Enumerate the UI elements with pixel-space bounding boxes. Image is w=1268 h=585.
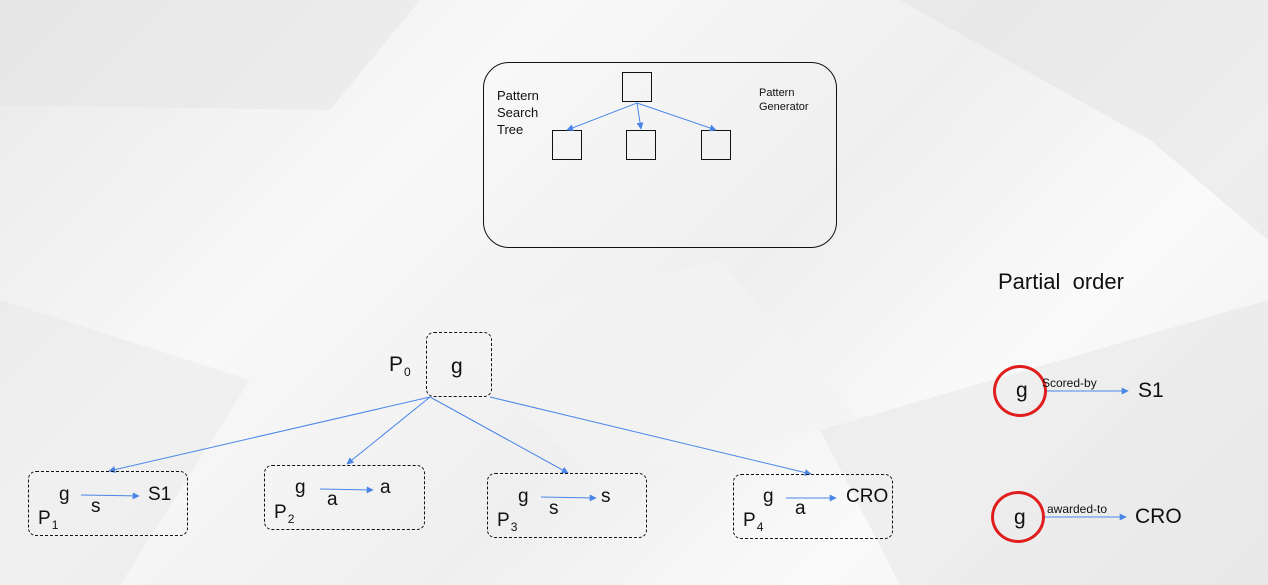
rule1-edge-label: Scored-by <box>1042 376 1097 390</box>
label-line: Generator <box>759 101 809 113</box>
rule1-source-node: g <box>1016 379 1028 402</box>
p4-label: P4 <box>743 510 763 533</box>
root-pattern-box <box>426 332 492 397</box>
rule2-edge-label: awarded-to <box>1047 502 1108 516</box>
rule1-target-node: S1 <box>1138 379 1164 402</box>
p3-source-node: g <box>518 486 529 507</box>
partial-order-title: Partial order <box>998 269 1124 294</box>
mini-tree-child-node <box>626 130 656 160</box>
p3-edge-arrow <box>540 494 597 502</box>
pattern-box-p1 <box>28 471 188 536</box>
pattern-subscript: 0 <box>404 365 411 379</box>
mini-tree-root-node <box>622 72 652 102</box>
pattern-generator-panel <box>483 62 837 248</box>
rule2-highlight-circle <box>991 491 1045 543</box>
p1-edge-label: s <box>91 496 101 517</box>
p3-edge-label: s <box>549 498 559 519</box>
p2-edge-arrow <box>319 486 374 494</box>
p1-label: P1 <box>38 508 58 531</box>
p1-target-node: S1 <box>148 484 172 505</box>
tree-edge-p3 <box>429 396 569 474</box>
p1-source-node: g <box>59 484 70 505</box>
p2-target-node: a <box>380 477 391 498</box>
pattern-subscript: 2 <box>287 512 295 526</box>
p4-source-node: g <box>763 486 774 507</box>
tree-edge-p4 <box>489 396 812 476</box>
tree-edge-p2 <box>346 396 431 465</box>
pattern-subscript: 3 <box>510 520 518 534</box>
p4-edge-label: a <box>795 498 806 519</box>
pattern-subscript: 4 <box>756 520 764 534</box>
tree-edge-p1 <box>108 396 431 473</box>
rule2-source-node: g <box>1014 506 1026 529</box>
p2-edge-label: a <box>327 489 338 510</box>
root-node: g <box>451 355 463 378</box>
label-line: Pattern <box>497 88 539 103</box>
pattern-subscript: 1 <box>51 518 59 532</box>
p2-source-node: g <box>295 477 306 498</box>
rule2-target-node: CRO <box>1135 505 1182 528</box>
label-line: Tree <box>497 122 524 137</box>
label-line: Search <box>497 105 539 120</box>
pattern-name: P <box>274 502 287 523</box>
p1-edge-arrow <box>80 492 140 500</box>
pattern-box-p3 <box>487 473 647 538</box>
mini-tree-edge <box>636 102 644 130</box>
label-line: Pattern <box>759 87 795 99</box>
p3-label: P3 <box>497 510 517 533</box>
root-pattern-label: P0 <box>389 353 411 378</box>
pattern-name: P <box>497 510 510 531</box>
mini-tree-edge <box>636 102 717 132</box>
pattern-generator-label: Pattern Generator <box>759 86 809 114</box>
pattern-name: P <box>389 353 404 376</box>
pattern-box-p4 <box>733 474 893 539</box>
pattern-name: P <box>743 510 756 531</box>
pattern-search-tree-label: Pattern Search Tree <box>497 87 539 138</box>
p3-target-node: s <box>601 486 611 507</box>
p2-label: P2 <box>274 502 294 525</box>
pattern-box-p2 <box>264 465 425 530</box>
pattern-name: P <box>38 508 51 529</box>
rule1-highlight-circle <box>993 365 1047 417</box>
p4-target-node: CRO <box>846 486 889 507</box>
mini-tree-edge <box>566 102 638 131</box>
